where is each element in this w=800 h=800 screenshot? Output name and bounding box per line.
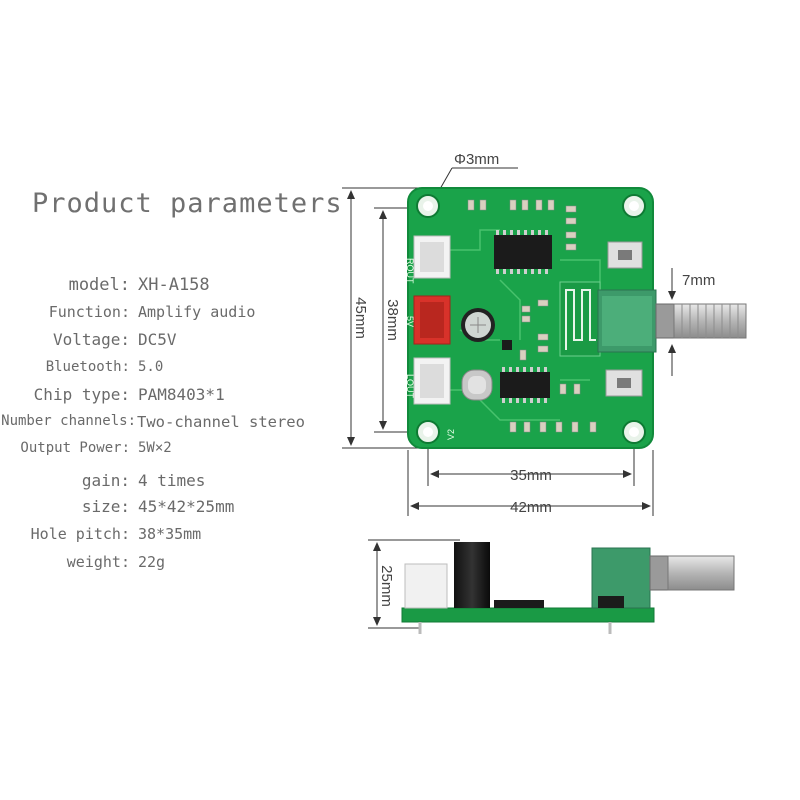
silk-lout: LOUT: [405, 374, 415, 399]
param-label: size:: [81, 497, 130, 516]
silk-rout: ROUT: [405, 258, 415, 284]
pcb-side-view: [401, 542, 735, 634]
page-title: Product parameters: [32, 188, 343, 219]
param-value: 38*35mm: [138, 525, 202, 543]
param-label: Voltage:: [52, 330, 130, 349]
param-value: 22g: [138, 553, 166, 571]
param-value: DC5V: [138, 330, 177, 349]
hole-diameter-label: Φ3mm: [454, 151, 499, 168]
param-value: 5.0: [138, 359, 164, 375]
param-value: PAM8403*1: [138, 385, 225, 404]
param-label: Bluetooth:: [45, 359, 130, 375]
param-value: XH-A158: [138, 275, 210, 295]
mounting-hole: [416, 194, 440, 218]
width-holes-label: 35mm: [510, 467, 552, 484]
param-label: Chip type:: [33, 385, 130, 404]
knob-diameter-label: 7mm: [682, 272, 715, 289]
ic-chip: [494, 230, 552, 274]
param-value: 45*42*25mm: [138, 497, 235, 516]
mounting-hole: [416, 420, 440, 444]
rout-connector: [413, 235, 451, 279]
param-label: model:: [68, 275, 130, 295]
potentiometer: [597, 289, 747, 353]
param-row-bluetooth: Bluetooth: 5.0: [0, 359, 800, 383]
side-knob: [667, 555, 735, 591]
crystal-oscillator: [461, 369, 493, 401]
mounting-hole: [622, 194, 646, 218]
param-row-gain: gain: 4 times: [0, 471, 800, 495]
volume-down-button: [605, 369, 643, 397]
param-row-hole-pitch: Hole pitch: 38*35mm: [0, 525, 800, 549]
param-row-function: Function: Amplify audio: [0, 303, 800, 327]
param-row-voltage: Voltage: DC5V: [0, 330, 800, 354]
param-label: Number channels:: [1, 413, 136, 429]
transistor: [502, 340, 512, 350]
side-height-label: 25mm: [378, 565, 395, 607]
pcb-top-view: ROUT 5V LOUT V2: [405, 187, 747, 449]
param-row-channels: Number channels: Two-channel stereo: [0, 413, 800, 437]
param-label: Hole pitch:: [30, 525, 130, 543]
silk-version: V2: [446, 429, 456, 440]
width-outer-label: 42mm: [510, 499, 552, 516]
mounting-hole: [622, 420, 646, 444]
param-row-output-power: Output Power: 5W×2: [0, 440, 800, 464]
param-row-weight: weight: 22g: [0, 553, 800, 577]
bluetooth-antenna: [559, 281, 601, 357]
param-label: Output Power:: [20, 440, 130, 456]
smd-components: [467, 199, 597, 433]
param-label: weight:: [66, 553, 130, 571]
dimension-lines: [342, 167, 673, 629]
electrolytic-capacitor: [461, 308, 495, 342]
lout-connector: [413, 357, 451, 405]
silk-5v: 5V: [405, 316, 415, 327]
amp-chip: [500, 367, 550, 403]
dimension-arrows: [347, 190, 676, 626]
param-label: gain:: [81, 471, 130, 490]
height-outer-label: 45mm: [352, 297, 369, 339]
volume-up-button: [607, 241, 643, 269]
param-row-chip-type: Chip type: PAM8403*1: [0, 385, 800, 409]
side-connector: [404, 563, 448, 609]
param-row-model: model: XH-A158: [0, 275, 800, 299]
param-value: Amplify audio: [138, 303, 256, 321]
param-row-size: size: 45*42*25mm: [0, 497, 800, 521]
side-capacitor: [454, 542, 490, 608]
param-label: Function:: [48, 303, 130, 321]
param-value: 5W×2: [138, 440, 172, 456]
param-value: Two-channel stereo: [137, 413, 305, 431]
power-connector: [413, 295, 451, 345]
height-holes-label: 38mm: [384, 299, 401, 341]
param-value: 4 times: [138, 471, 206, 490]
